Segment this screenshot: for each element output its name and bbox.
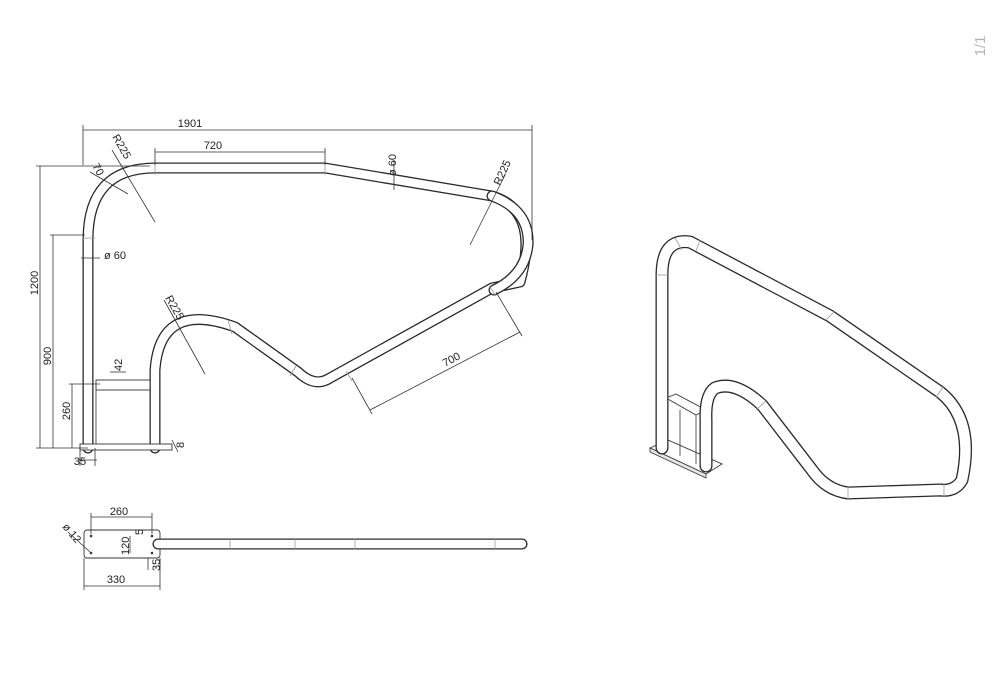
base-mark-leader bbox=[171, 439, 179, 453]
dim-bracket-width: 42 bbox=[113, 359, 125, 371]
pipe-seam bbox=[489, 286, 497, 297]
pipe-seam bbox=[289, 365, 297, 377]
pipe-seam bbox=[755, 400, 767, 411]
plate-hole bbox=[150, 551, 154, 555]
leader-radius-right bbox=[469, 174, 506, 246]
plate-hole bbox=[89, 551, 93, 555]
dim-pipe-diameter-top: ø 60 bbox=[387, 154, 399, 176]
pipe-seam bbox=[227, 319, 233, 335]
side-view: 8 1901 720 ø 60 R225 70 R225 R225 700 bbox=[29, 118, 534, 468]
pipe-seam bbox=[825, 310, 836, 321]
top-view: 260 330 120 5 ø 12 35 bbox=[60, 506, 528, 590]
pipe-seam bbox=[674, 237, 683, 251]
dim-small-offset: 5 bbox=[134, 529, 146, 535]
dim-line-diagonal bbox=[369, 331, 521, 411]
dim-diagonal-length: 700 bbox=[441, 350, 463, 369]
dim-straight-top: 720 bbox=[204, 140, 222, 152]
pipe-seam bbox=[935, 385, 945, 398]
dim-hole-spacing: 260 bbox=[110, 506, 128, 518]
pipe-seam bbox=[695, 239, 701, 252]
isometric-plate-edge bbox=[649, 447, 707, 479]
isometric-view bbox=[648, 235, 973, 500]
dim-height-lower: 900 bbox=[42, 347, 54, 365]
dim-radius-top-left: R225 bbox=[109, 133, 133, 162]
leader-radius-top-left bbox=[111, 149, 156, 223]
dim-radius-inner: R225 bbox=[162, 294, 186, 323]
dim-plate-width: 330 bbox=[107, 574, 125, 586]
leader-radius-inner bbox=[163, 299, 206, 375]
base-mark-label: 8 bbox=[175, 442, 187, 448]
dim-plate-height: 260 bbox=[61, 402, 73, 420]
leader-hole-diameter bbox=[67, 531, 91, 553]
dim-pipe-diameter-post: ø 60 bbox=[104, 250, 126, 262]
side-view-pipe-detail bbox=[486, 190, 534, 296]
page-number: 1/1 bbox=[972, 36, 989, 57]
dim-overall-width: 1901 bbox=[178, 118, 202, 130]
plate-hole bbox=[89, 534, 93, 538]
dim-ext-line bbox=[351, 377, 373, 415]
base-plate bbox=[79, 443, 173, 451]
dim-base-offset: 35 bbox=[74, 456, 86, 468]
dim-plate-depth: 120 bbox=[120, 537, 132, 555]
dim-edge-offset: 35 bbox=[151, 559, 163, 571]
dim-ext-line bbox=[495, 291, 523, 337]
bracket bbox=[95, 379, 151, 391]
leader-corner-chord bbox=[89, 171, 129, 195]
dim-overall-height: 1200 bbox=[29, 271, 41, 295]
side-view-pipe bbox=[82, 162, 532, 454]
dim-radius-right: R225 bbox=[492, 158, 514, 187]
plate-hole bbox=[150, 534, 154, 538]
dim-corner-chord: 70 bbox=[89, 162, 106, 179]
pipe-seam bbox=[345, 370, 353, 382]
